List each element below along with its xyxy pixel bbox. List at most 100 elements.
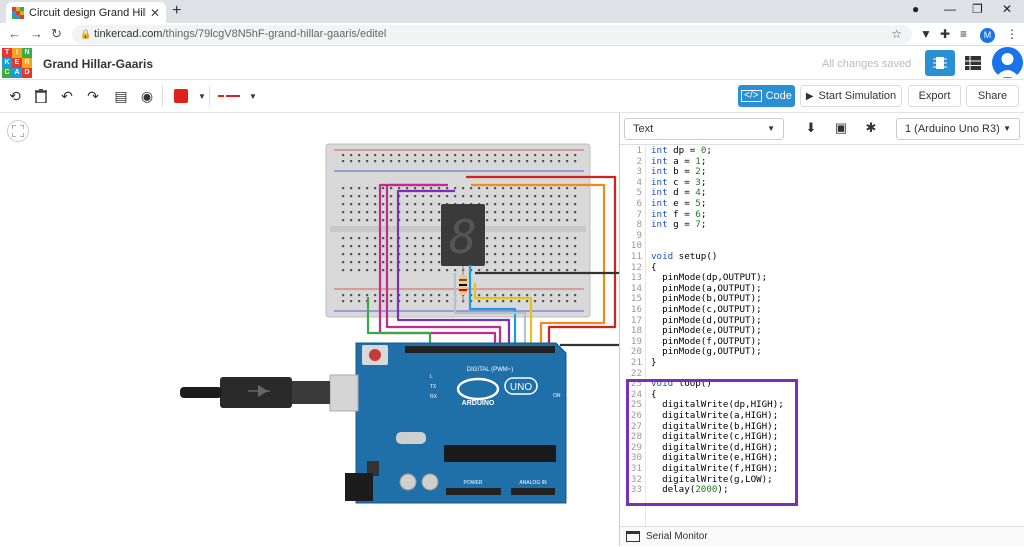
usb-cable[interactable] — [180, 377, 330, 408]
wire-style-icon[interactable] — [218, 87, 240, 105]
forward-icon[interactable]: → — [30, 26, 43, 41]
code-line[interactable]: 30 digitalWrite(e,HIGH); — [620, 453, 1024, 464]
extension-shield-icon[interactable]: ▼ — [920, 27, 932, 41]
new-tab-icon[interactable]: + — [172, 2, 182, 19]
code-line[interactable]: 25 digitalWrite(dp,HIGH); — [620, 400, 1024, 411]
line-number: 19 — [630, 335, 642, 347]
code-line[interactable]: 27 digitalWrite(b,HIGH); — [620, 421, 1024, 433]
undo-icon[interactable]: ↶ — [61, 87, 73, 104]
code-line[interactable]: 16 pinMode(c,OUTPUT); — [620, 304, 1024, 316]
voltage-regulator — [367, 461, 379, 476]
code-line[interactable]: 24{ — [620, 389, 1024, 401]
user-avatar[interactable] — [992, 47, 1023, 78]
serial-monitor-bar[interactable]: Serial Monitor — [620, 526, 1024, 546]
wires[interactable] — [366, 175, 619, 347]
tab-close-icon[interactable]: ✕ — [149, 5, 160, 20]
export-button[interactable]: Export — [908, 85, 961, 107]
line-number: 22 — [630, 367, 642, 379]
tinkercad-logo[interactable]: T I N K E R C A D — [2, 48, 32, 78]
wire-yellow — [473, 283, 533, 345]
circuit-canvas[interactable]: 8 DIGITAL — [0, 113, 619, 546]
download-icon[interactable]: ⬇ — [805, 120, 817, 135]
code-line[interactable]: 15 pinMode(b,OUTPUT); — [620, 294, 1024, 305]
code-text: digitalWrite(c,HIGH); — [651, 431, 779, 443]
reload-icon[interactable]: ↻ — [51, 26, 62, 41]
libraries-icon[interactable]: ▣ — [834, 120, 848, 135]
back-icon[interactable]: ← — [8, 26, 21, 41]
code-line[interactable]: 20 pinMode(g,OUTPUT); — [620, 347, 1024, 358]
share-button[interactable]: Share — [966, 85, 1019, 107]
window-close-icon[interactable]: ✕ — [1002, 2, 1013, 16]
code-line[interactable]: 12{ — [620, 262, 1024, 274]
chevron-down-icon[interactable]: ▼ — [198, 91, 206, 101]
wire-purple — [396, 189, 511, 345]
browser-tab[interactable]: Circuit design Grand Hillar-Gaaris ✕ — [6, 2, 166, 23]
code-line[interactable]: 33 delay(2000); — [620, 484, 1024, 496]
bookmark-star-icon[interactable]: ☆ — [891, 27, 902, 41]
project-title[interactable]: Grand Hillar-Gaaris — [43, 57, 154, 71]
component-list-button[interactable] — [958, 50, 988, 76]
minimize-icon[interactable]: — — [944, 2, 956, 16]
fill-color-swatch[interactable] — [172, 87, 190, 105]
media-queue-icon[interactable]: ≡ — [960, 27, 968, 41]
code-line[interactable]: 18 pinMode(e,OUTPUT); — [620, 326, 1024, 337]
code-line[interactable]: 17 pinMode(d,OUTPUT); — [620, 315, 1024, 327]
code-line[interactable]: 32 digitalWrite(g,LOW); — [620, 474, 1024, 486]
line-number: 18 — [630, 325, 642, 337]
app-header: T I N K E R C A D Grand Hillar-Gaaris Al… — [0, 46, 1024, 80]
redo-icon[interactable]: ↷ — [87, 87, 99, 104]
browser-menu-icon[interactable]: ⋮ — [1006, 27, 1018, 41]
list-table-icon — [965, 56, 981, 70]
notes-icon[interactable]: ▤ — [114, 87, 128, 104]
start-simulation-button[interactable]: ▶ Start Simulation — [800, 85, 902, 107]
code-text: pinMode(c,OUTPUT); — [651, 304, 762, 315]
device-select[interactable]: 1 (Arduino Uno R3) ▼ — [896, 118, 1020, 140]
maximize-icon[interactable]: ❐ — [972, 2, 983, 16]
tab-title: Circuit design Grand Hillar-Gaaris — [29, 6, 146, 19]
zoom-to-fit-icon[interactable] — [7, 120, 29, 142]
resistor[interactable] — [459, 266, 467, 303]
code-line[interactable]: 9 — [620, 230, 1024, 242]
code-line[interactable]: 14 pinMode(a,OUTPUT); — [620, 282, 1024, 295]
line-number: 30 — [630, 452, 642, 464]
delete-trash-icon[interactable] — [32, 87, 50, 105]
power-jack — [345, 473, 373, 501]
code-line[interactable]: 29 digitalWrite(d,HIGH); — [620, 441, 1024, 454]
url-field[interactable]: 🔒 tinkercad.com/things/79lcgV8N5hF-grand… — [72, 25, 912, 44]
code-line[interactable]: 10 — [620, 241, 1024, 252]
eye-visibility-icon[interactable]: ◉ — [140, 87, 154, 104]
tab-search-icon[interactable]: ● — [912, 2, 920, 16]
seven-segment-display[interactable]: 8 — [441, 204, 485, 266]
debugger-bug-icon[interactable]: ✱ — [865, 120, 877, 135]
line-number: 14 — [630, 282, 642, 294]
circuit-view-button[interactable] — [925, 50, 955, 76]
code-mode-select[interactable]: Text ▼ — [624, 118, 784, 140]
code-line[interactable]: 28 digitalWrite(c,HIGH); — [620, 432, 1024, 443]
chevron-down-icon[interactable]: ▼ — [249, 91, 257, 101]
code-line[interactable]: 26 digitalWrite(a,HIGH); — [620, 410, 1024, 422]
code-line[interactable]: 31 digitalWrite(f,HIGH); — [620, 463, 1024, 475]
line-number: 29 — [630, 441, 642, 453]
code-line[interactable]: 19 pinMode(f,OUTPUT); — [620, 335, 1024, 348]
code-line[interactable]: 21} — [620, 357, 1024, 369]
code-line[interactable]: 22 — [620, 367, 1024, 380]
browser-profile-avatar[interactable]: M — [980, 28, 995, 43]
rotate-icon[interactable]: ⟲ — [9, 87, 21, 104]
l-label: L — [430, 374, 433, 380]
digital-header — [405, 346, 555, 353]
code-line[interactable]: 13 pinMode(dp,OUTPUT); — [620, 273, 1024, 284]
code-button[interactable]: </> Code — [738, 85, 795, 107]
arduino-uno-board[interactable]: DIGITAL (PWM~) ARDUINO UNO TX RX L ON PO… — [329, 342, 567, 504]
extensions-puzzle-icon[interactable]: ✚ — [940, 27, 951, 41]
